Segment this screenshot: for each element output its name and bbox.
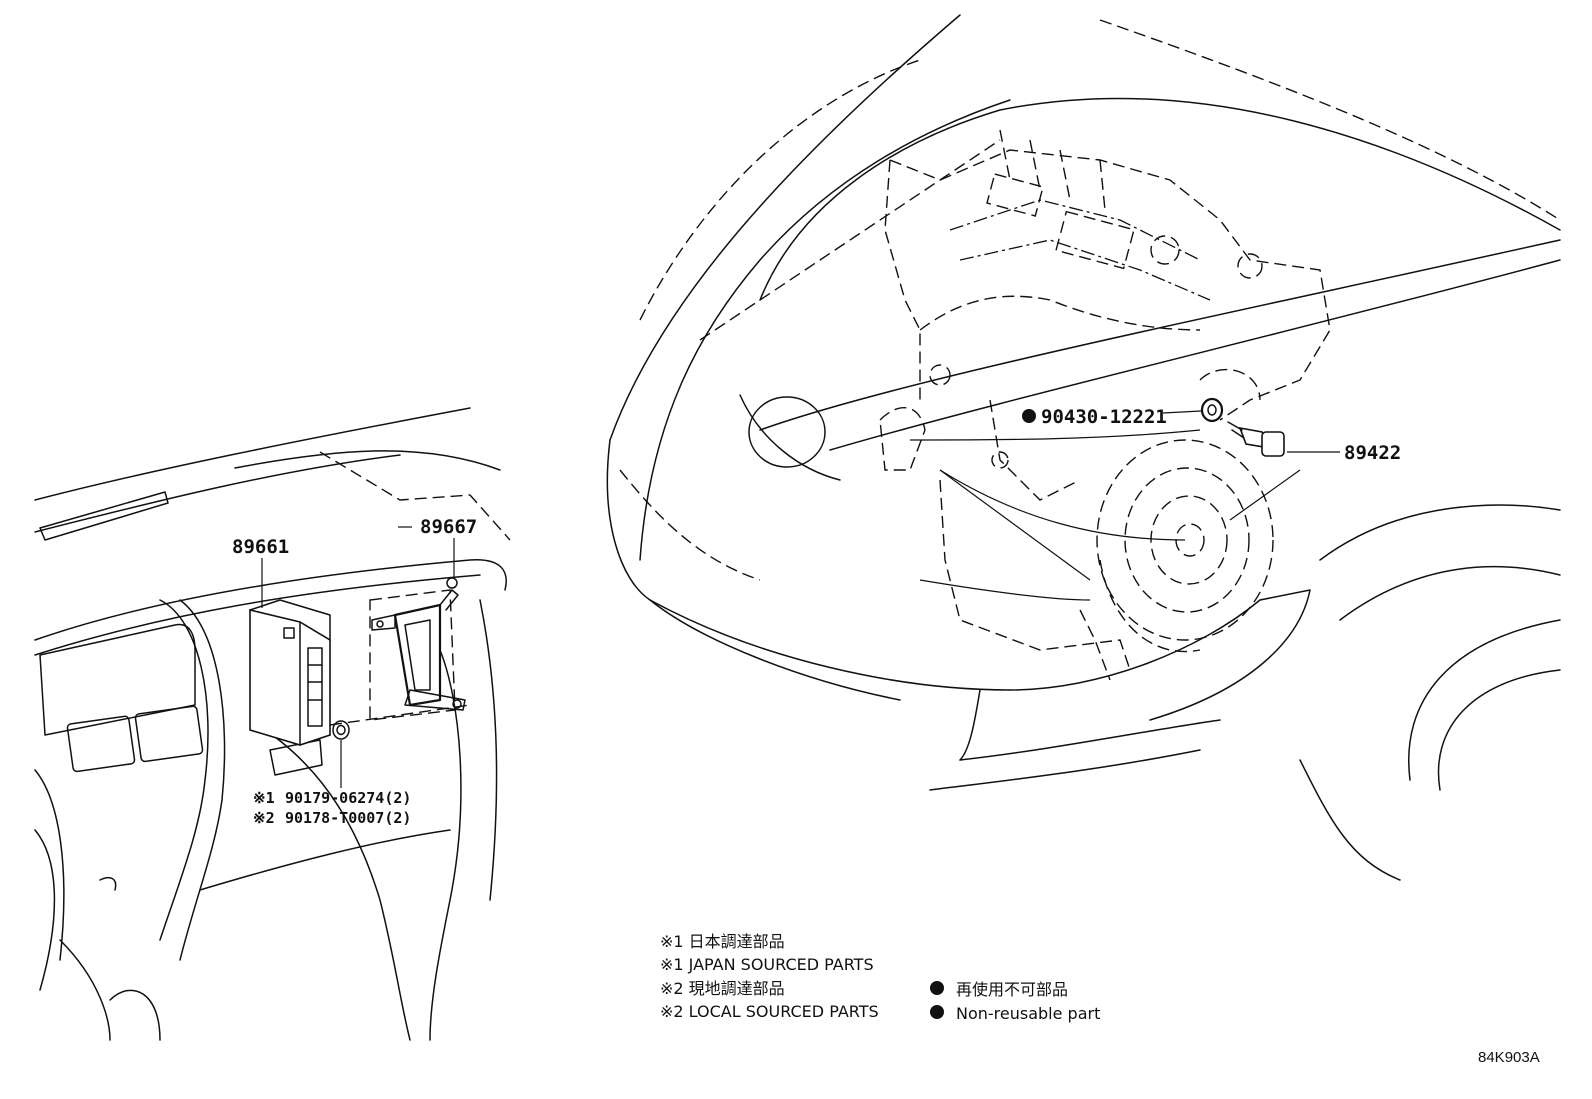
label-90179: 90179-06274(2)	[285, 789, 411, 807]
label-mark-1: ※1	[253, 789, 275, 807]
dashboard-illustration	[34, 407, 511, 1041]
legend-local-sourced-jp: ※2 現地調達部品	[660, 979, 785, 998]
figure-code: 84K903A	[1478, 1049, 1540, 1066]
non-reusable-bullet-icon	[1022, 409, 1036, 423]
engine-bay-illustration	[606, 14, 1561, 881]
right-leader-lines	[1162, 410, 1340, 453]
left-leader-lines	[261, 526, 455, 788]
label-90430-12221: 90430-12221	[1041, 406, 1167, 428]
label-89661: 89661	[232, 536, 289, 558]
label-90178: 90178-T0007(2)	[285, 809, 411, 827]
legend-local-sourced-en: ※2 LOCAL SOURCED PARTS	[660, 1002, 879, 1021]
legend-japan-sourced-en: ※1 JAPAN SOURCED PARTS	[660, 955, 874, 974]
legend-japan-sourced-jp: ※1 日本調達部品	[660, 932, 785, 951]
label-mark-2: ※2	[253, 809, 275, 827]
legend-non-reusable-en: Non-reusable part	[956, 1004, 1100, 1023]
legend-bullet-icon	[930, 981, 944, 995]
legend-bullet-icon	[930, 1005, 944, 1019]
legend-non-reusable-jp: 再使用不可部品	[956, 980, 1068, 999]
legend: ※1 日本調達部品 ※1 JAPAN SOURCED PARTS ※2 現地調達…	[660, 932, 1100, 1023]
label-89422: 89422	[1344, 442, 1401, 464]
label-89667: 89667	[420, 516, 477, 538]
